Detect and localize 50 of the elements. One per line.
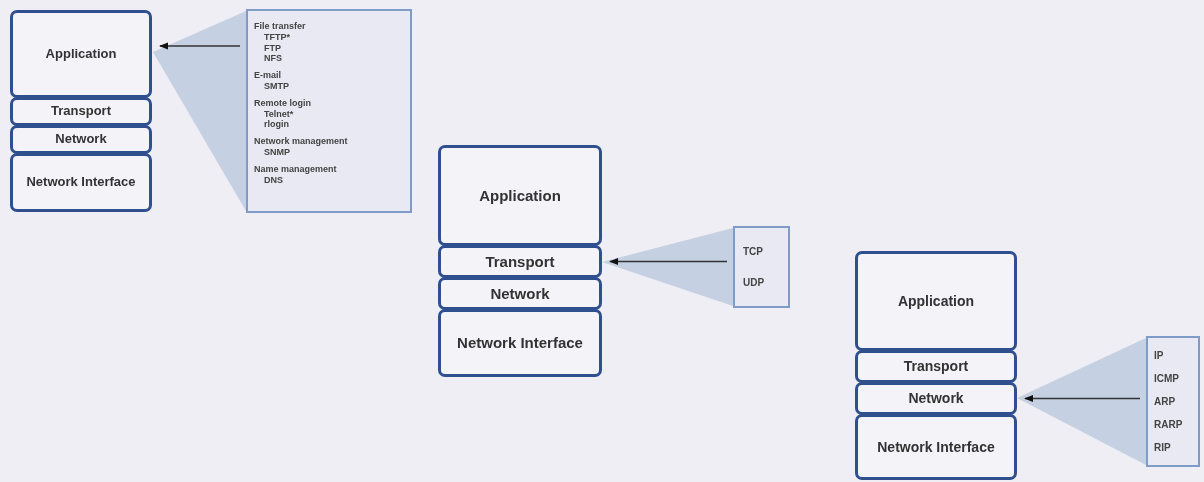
category-heading: Network management <box>254 136 348 147</box>
protocol-name: SMTP <box>263 81 289 92</box>
arrow <box>159 42 241 50</box>
layer-box <box>855 350 1017 383</box>
layer-name: Network Interface <box>457 334 583 352</box>
layer-name: Network Interface <box>877 438 995 456</box>
layer-name: Network <box>55 132 107 147</box>
category-heading: Remote login <box>254 97 311 109</box>
protocol-name: Telnet* <box>263 108 294 120</box>
layer-box <box>855 382 1017 415</box>
protocol-list-panel <box>1146 336 1200 467</box>
layer-box <box>438 145 602 246</box>
protocol-name: rlogin <box>263 119 289 131</box>
protocol-name: TCP <box>743 245 763 258</box>
arrow <box>1024 394 1141 403</box>
protocol-name: DNS <box>263 174 283 186</box>
layer-box <box>855 414 1017 480</box>
protocol-name: NFS <box>263 53 282 65</box>
layer-name: Network <box>490 284 550 303</box>
layer-box <box>438 309 602 377</box>
layer-name: Application <box>45 46 117 62</box>
protocol-name: RIP <box>1154 441 1171 454</box>
layer-name: Application <box>479 186 561 205</box>
layer-box <box>10 10 152 98</box>
protocol-name: RARP <box>1154 418 1183 431</box>
protocol-name: IP <box>1154 349 1164 362</box>
protocol-list-panel <box>246 9 412 213</box>
protocol-name: ICMP <box>1154 372 1179 385</box>
protocol-name: TFTP* <box>263 31 290 43</box>
category-heading: Name management <box>254 163 337 175</box>
protocol-name: FTP <box>263 42 281 54</box>
layer-name: Transport <box>485 252 555 271</box>
layer-name: Network Interface <box>26 175 136 190</box>
layer-box <box>10 125 152 154</box>
layer-box <box>10 97 152 126</box>
layer-box <box>10 153 152 212</box>
protocol-list-panel <box>733 226 790 308</box>
layer-box <box>855 251 1017 351</box>
layer-name: Transport <box>51 104 111 119</box>
category-heading: File transfer <box>254 21 306 32</box>
protocol-name: ARP <box>1154 395 1176 408</box>
layer-name: Transport <box>903 358 969 375</box>
protocol-name: SNMP <box>263 146 290 158</box>
layer-name: Network <box>908 390 964 407</box>
layer-box <box>438 277 602 310</box>
layer-name: Application <box>897 292 975 310</box>
category-heading: E-mail <box>254 70 281 81</box>
layer-box <box>438 245 602 278</box>
protocol-name: UDP <box>743 276 765 289</box>
arrow <box>609 257 728 266</box>
